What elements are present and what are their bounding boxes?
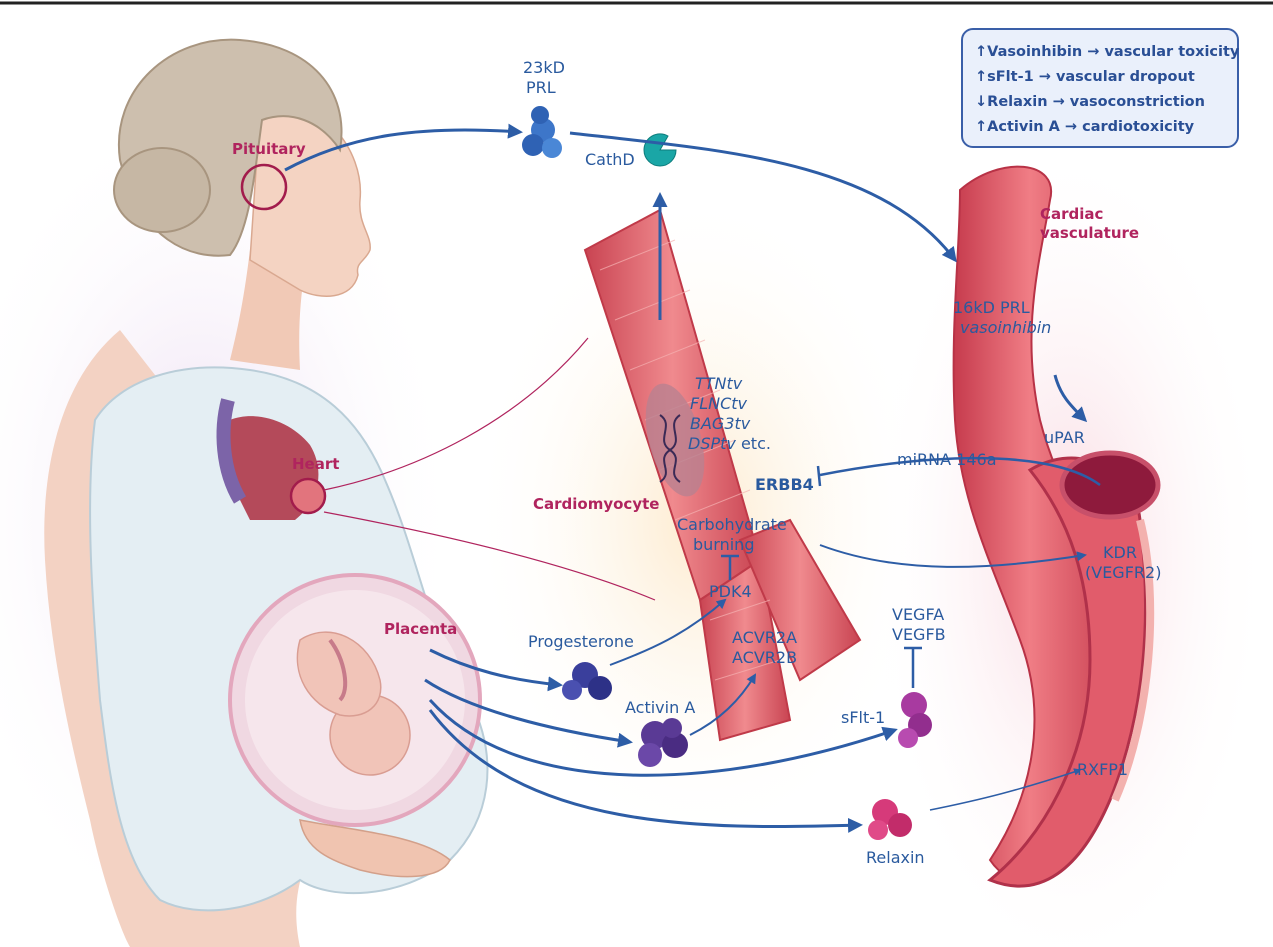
mirna-146a-label: miRNA 146a (897, 450, 997, 469)
legend-item: ↑Activin A → cardiotoxicity (975, 115, 1225, 140)
erbb4-label: ERBB4 (755, 475, 814, 494)
vegfa-label: VEGFA (892, 605, 944, 624)
kdr-label: KDR (1103, 543, 1137, 562)
relaxin-protein (868, 799, 912, 840)
vegfr2-label: (VEGFR2) (1085, 563, 1161, 582)
variant-dsp-suffix: etc. (736, 434, 771, 453)
prl-16kd-label: 16kD PRL (953, 298, 1030, 317)
pdk4-label: PDK4 (709, 582, 752, 601)
heart-label: Heart (292, 455, 339, 473)
variant-bag3: BAG3tv (690, 414, 750, 433)
cardiac-vasculature-label-line2: vasculature (1040, 224, 1139, 242)
prl-23kd-label-line1: 23kD (523, 58, 565, 77)
placenta-label: Placenta (384, 620, 457, 638)
upar-label: uPAR (1044, 428, 1085, 447)
vegfb-label: VEGFB (892, 625, 946, 644)
acvr2a-label: ACVR2A (732, 628, 797, 647)
heart-marker (291, 479, 325, 513)
variant-ttn: TTNtv (695, 374, 742, 393)
variant-flnc: FLNCtv (690, 394, 747, 413)
activin-a-label: Activin A (625, 698, 695, 717)
carbohydrate-label-line2: burning (693, 535, 754, 554)
variant-dsp-row: DSPtv etc. (688, 434, 771, 453)
cathd-icon (644, 134, 676, 166)
legend-item: ↑Vasoinhibin → vascular toxicity (975, 40, 1225, 65)
vasoinhibin-label: vasoinhibin (960, 318, 1051, 337)
pituitary-label: Pituitary (232, 140, 306, 158)
variant-dsp: DSPtv (688, 434, 736, 453)
cardiac-vasculature-label-line1: Cardiac (1040, 205, 1103, 223)
rxfp1-label: RXFP1 (1077, 760, 1128, 779)
prl-23kd-protein (522, 106, 562, 158)
effects-legend: ↑Vasoinhibin → vascular toxicity ↑sFlt-1… (961, 28, 1239, 148)
cathd-label: CathD (585, 150, 635, 169)
relaxin-label: Relaxin (866, 848, 925, 867)
prl-23kd-label-line2: PRL (526, 78, 556, 97)
legend-item: ↑sFlt-1 → vascular dropout (975, 65, 1225, 90)
progesterone-label: Progesterone (528, 632, 634, 651)
acvr2b-label: ACVR2B (732, 648, 797, 667)
sflt1-label: sFlt-1 (841, 708, 885, 727)
cardiomyocyte-label: Cardiomyocyte (533, 495, 659, 513)
legend-item: ↓Relaxin → vasoconstriction (975, 90, 1225, 115)
carbohydrate-label-line1: Carbohydrate (677, 515, 787, 534)
